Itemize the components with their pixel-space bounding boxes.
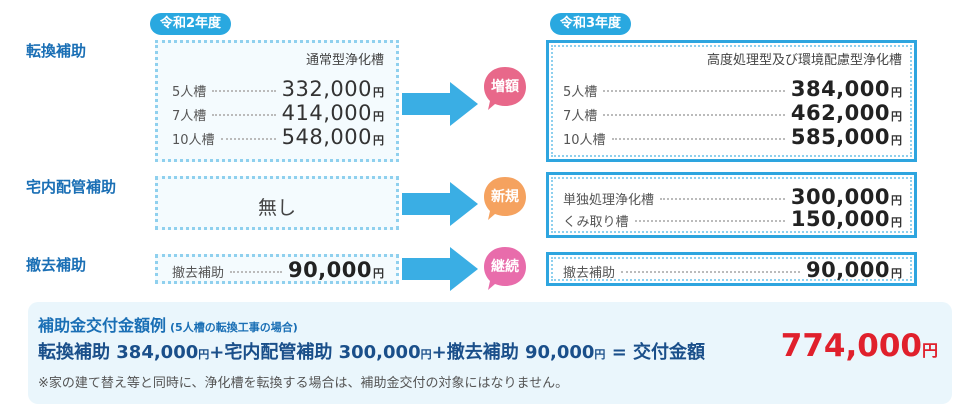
formula-part: +宅内配管補助 300,000: [209, 342, 421, 363]
formula-part: 転換補助 384,000: [38, 342, 199, 363]
amount-value: 462,000: [790, 101, 890, 125]
amount-value: 585,000: [790, 125, 890, 149]
arrow-right-icon: [402, 182, 478, 226]
example-subtitle: (5人槽の転換工事の場合): [170, 321, 298, 334]
amount-value: 90,000: [287, 258, 372, 282]
tank-size-label: 10人槽: [563, 133, 606, 148]
dot-leader: [660, 198, 785, 200]
badge-increase-icon: [484, 67, 526, 110]
tank-type-label: 単独処理浄化槽: [563, 193, 655, 208]
piping-before-box: 無し: [155, 176, 399, 230]
dot-leader: [603, 114, 785, 116]
row-label-piping: 宅内配管補助: [26, 178, 117, 196]
amount-value: 150,000: [790, 207, 890, 231]
conversion-before-title: 通常型浄化槽: [305, 53, 384, 68]
badge-new-icon: [484, 177, 526, 220]
yen-unit: 円: [373, 134, 384, 147]
yen-unit: 円: [594, 348, 606, 361]
removal-label: 撤去補助: [563, 266, 616, 281]
badge-continue-icon: [484, 247, 526, 290]
dot-leader: [603, 90, 785, 92]
amount-value: 414,000: [281, 101, 372, 125]
tank-size-label: 7人槽: [172, 109, 207, 124]
yen-unit: 円: [891, 86, 902, 99]
total-amount: 774,000: [780, 328, 922, 364]
example-formula: 転換補助 384,000円+宅内配管補助 300,000円+撤去補助 90,00…: [38, 338, 705, 364]
yen-unit: 円: [420, 348, 432, 361]
formula-part: = 交付金額: [605, 342, 706, 363]
amount-value: 384,000: [790, 77, 890, 101]
amount-value: 548,000: [281, 125, 372, 149]
row-label-conversion: 転換補助: [26, 42, 87, 60]
badge-continue: 継続: [491, 259, 519, 275]
example-panel: 補助金交付金額例(5人槽の転換工事の場合) 転換補助 384,000円+宅内配管…: [28, 302, 952, 404]
piping-none-text: 無し: [257, 197, 296, 219]
yen-unit: 円: [891, 194, 902, 207]
badge-increase: 増額: [491, 79, 519, 95]
amount-value: 90,000: [805, 258, 890, 282]
conversion-after-title: 高度処理型及び環境配慮型浄化槽: [706, 53, 902, 68]
yen-unit: 円: [891, 110, 902, 123]
dot-leader: [611, 138, 785, 140]
removal-label: 撤去補助: [172, 266, 225, 281]
tank-size-label: 5人槽: [563, 85, 598, 100]
badge-new: 新規: [491, 189, 519, 205]
yen-unit: 円: [891, 134, 902, 147]
example-total: 774,000円: [781, 328, 938, 364]
tank-size-label: 5人槽: [172, 85, 207, 100]
yen-unit: 円: [921, 341, 938, 360]
tank-size-label: 7人槽: [563, 109, 598, 124]
year-tag-after: 令和3年度: [550, 13, 632, 35]
dot-leader: [212, 114, 276, 116]
yen-unit: 円: [373, 110, 384, 123]
dot-leader: [220, 138, 276, 140]
yen-unit: 円: [373, 267, 384, 280]
yen-unit: 円: [891, 216, 902, 229]
tank-type-label: くみ取り槽: [563, 215, 629, 230]
tank-size-label: 10人槽: [172, 133, 215, 148]
yen-unit: 円: [891, 267, 902, 280]
yen-unit: 円: [373, 86, 384, 99]
dot-leader: [634, 220, 785, 222]
yen-unit: 円: [198, 348, 210, 361]
dot-leader: [230, 271, 282, 273]
amount-value: 332,000: [281, 77, 372, 101]
arrow-right-icon: [402, 82, 478, 126]
year-tag-before: 令和2年度: [150, 13, 232, 35]
example-note: ※家の建て替え等と同時に、浄化槽を転換する場合は、補助金交付の対象にはなりません…: [38, 376, 569, 391]
dot-leader: [212, 90, 276, 92]
amount-value: 300,000: [790, 185, 890, 209]
dot-leader: [621, 271, 800, 273]
example-title-text: 補助金交付金額例: [38, 316, 167, 335]
arrow-right-icon: [402, 247, 478, 291]
example-title: 補助金交付金額例(5人槽の転換工事の場合): [38, 312, 298, 336]
row-label-removal: 撤去補助: [26, 256, 87, 274]
formula-part: +撤去補助 90,000: [431, 342, 595, 363]
